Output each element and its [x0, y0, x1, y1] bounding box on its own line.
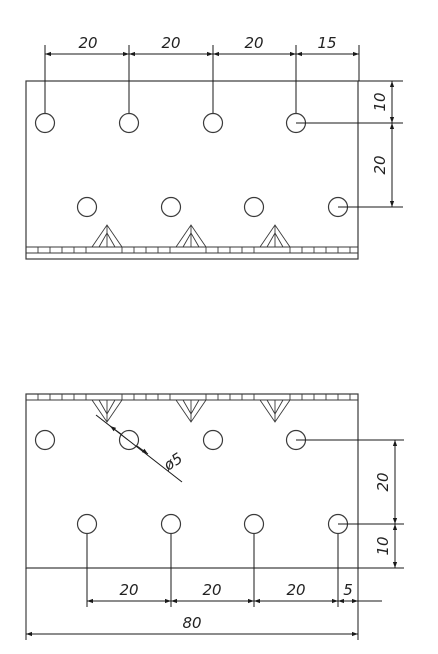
- dim-top-1: 20: [78, 34, 97, 52]
- dim-bottom-3: 20: [286, 581, 305, 599]
- bottom-extension-lines: [25, 439, 404, 640]
- hole-diameter-label: ø5: [160, 449, 186, 475]
- top-view: 20 20 20 15 10 20: [25, 34, 403, 260]
- bottom-hole: [243, 513, 265, 535]
- bottom-dimension-lines: [26, 440, 398, 637]
- dim-top-3: 20: [244, 34, 263, 52]
- bottom-serrated-edge: [26, 394, 358, 401]
- dim-bottom-2: 20: [202, 581, 221, 599]
- top-hole: [76, 196, 98, 218]
- bottom-view: ø5 20 10 20 20 20 5: [25, 393, 404, 640]
- top-hole: [118, 112, 140, 134]
- dim-bottom-4: 5: [343, 581, 353, 599]
- top-hole: [243, 196, 265, 218]
- dim-right-top-2: 20: [371, 155, 389, 174]
- top-hole: [160, 196, 182, 218]
- bottom-hole: [118, 429, 140, 451]
- top-hole: [202, 112, 224, 134]
- bottom-teeth: [91, 399, 291, 423]
- overall-width-label: 80: [182, 614, 201, 632]
- dim-top-2: 20: [161, 34, 180, 52]
- top-plate-outline: [25, 80, 359, 260]
- bottom-hole: [202, 429, 224, 451]
- top-extension-lines: [44, 45, 403, 208]
- top-serrated-edge: [26, 246, 358, 254]
- top-teeth: [91, 224, 291, 248]
- bottom-hole: [160, 513, 182, 535]
- dim-right-top-1: 10: [371, 92, 389, 111]
- diameter-leader: [95, 414, 183, 483]
- bottom-hole: [76, 513, 98, 535]
- dim-right-bottom-1: 20: [374, 472, 392, 491]
- dim-top-4: 15: [317, 34, 336, 52]
- bottom-hole: [34, 429, 56, 451]
- top-dimension-lines: [45, 51, 395, 207]
- bottom-plate-outline: [25, 393, 359, 569]
- dim-right-bottom-2: 10: [374, 536, 392, 555]
- top-hole: [34, 112, 56, 134]
- dim-bottom-1: 20: [119, 581, 138, 599]
